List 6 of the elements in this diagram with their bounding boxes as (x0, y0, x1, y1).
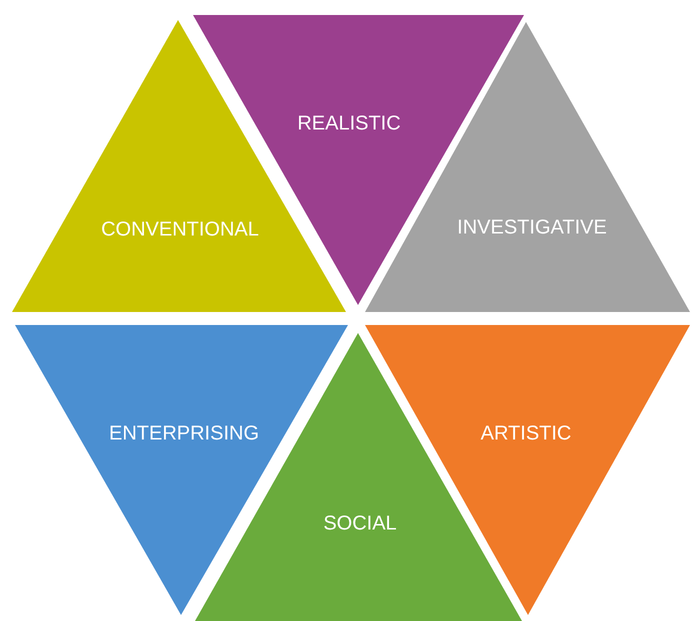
segment-label: ARTISTIC (480, 422, 572, 446)
segment-label: ENTERPRISING (108, 422, 260, 446)
segment-label: REALISTIC (297, 112, 401, 136)
segment-label: INVESTIGATIVE (457, 216, 607, 240)
segment-label: CONVENTIONAL (101, 218, 259, 242)
segment-label: SOCIAL (323, 512, 397, 536)
